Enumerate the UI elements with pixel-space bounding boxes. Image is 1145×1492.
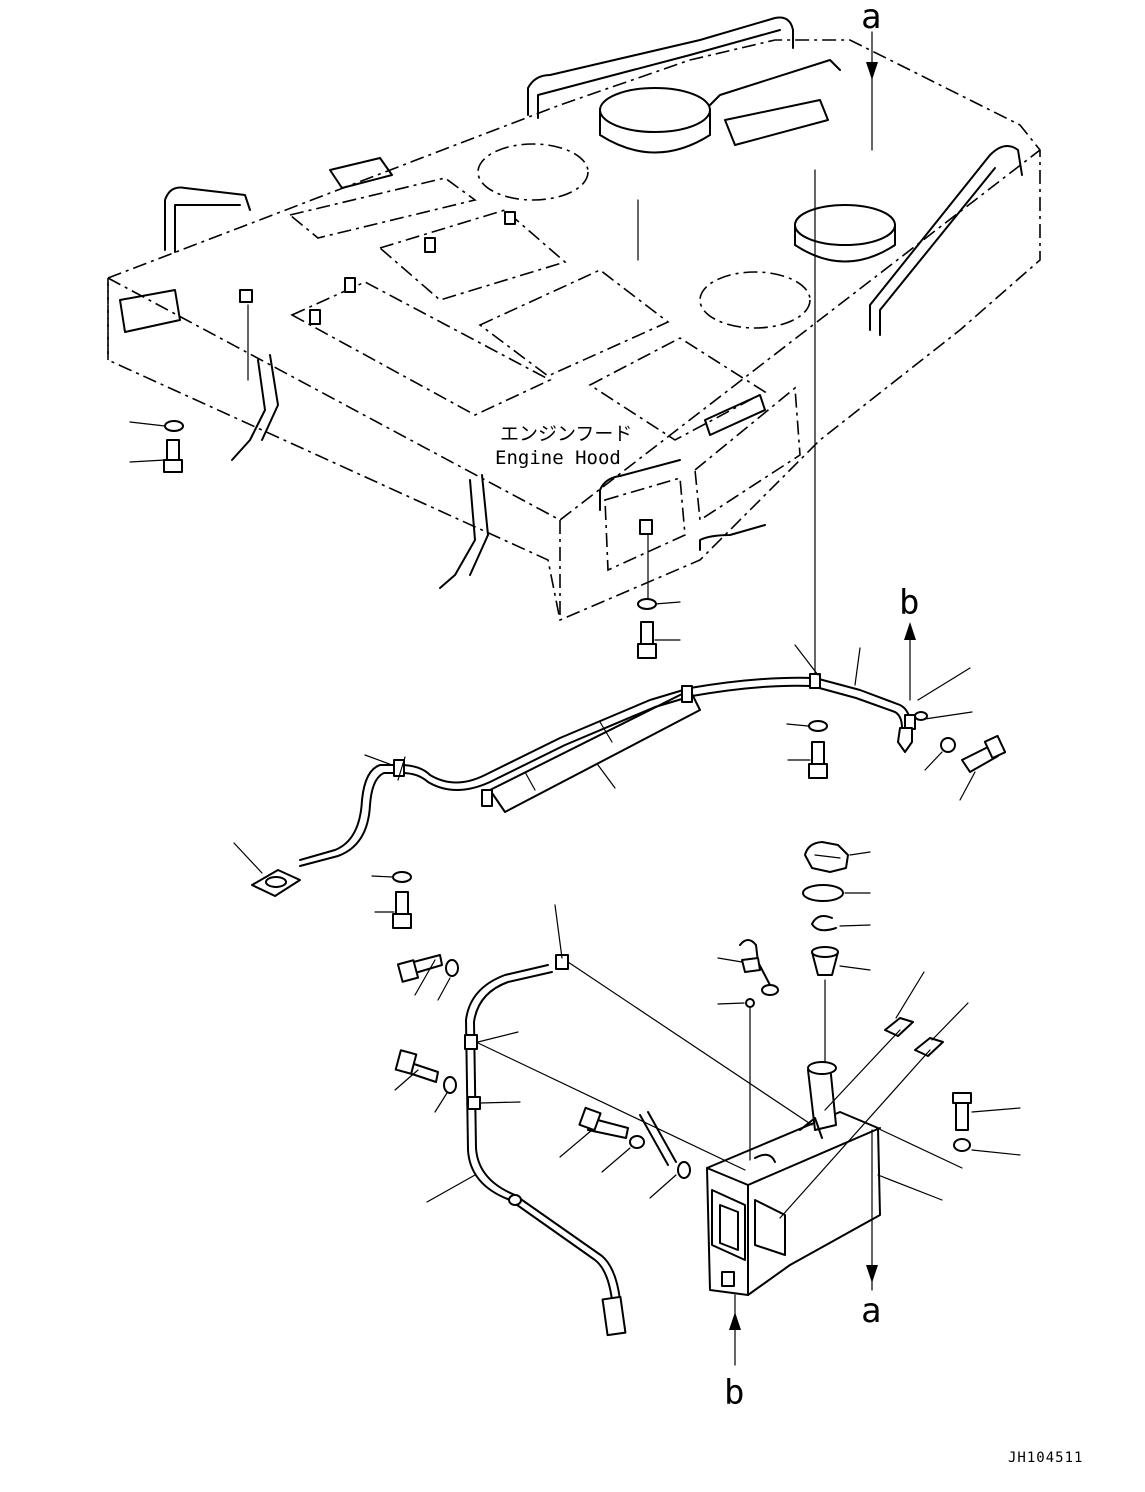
- view-label-b-top: b: [899, 583, 919, 623]
- view-label-a-bottom: a: [861, 1291, 881, 1331]
- engine-hood-label-en: Engine Hood: [495, 447, 621, 469]
- view-arrow-a-bottom: a: [861, 1129, 881, 1331]
- cap-stack: [802, 841, 871, 1063]
- engine-hood-label-jp: エンジンフード: [500, 423, 632, 445]
- tank-fasteners: [394, 954, 1021, 1199]
- flange-fitting: [233, 842, 301, 897]
- view-arrow-b-bottom: b: [724, 1294, 744, 1413]
- level-sensor: [717, 939, 779, 1161]
- view-label-b-bottom: b: [724, 1373, 744, 1413]
- engine-hood: [107, 16, 1041, 681]
- view-arrow-b-top: b: [899, 583, 919, 701]
- left-washer-bolt: [129, 420, 184, 473]
- gaskets: [779, 971, 969, 1219]
- washer-tank: [706, 1061, 943, 1296]
- view-label-a-top: a: [861, 0, 881, 37]
- front-washer-bolt: [637, 598, 681, 659]
- drawing-code: JH104511: [1008, 1450, 1083, 1466]
- tank-hoses: [426, 904, 813, 1337]
- view-arrow-a-top: a: [861, 0, 881, 151]
- pipe-assembly: [299, 644, 973, 867]
- pipe-washer-bolts: [371, 711, 1007, 929]
